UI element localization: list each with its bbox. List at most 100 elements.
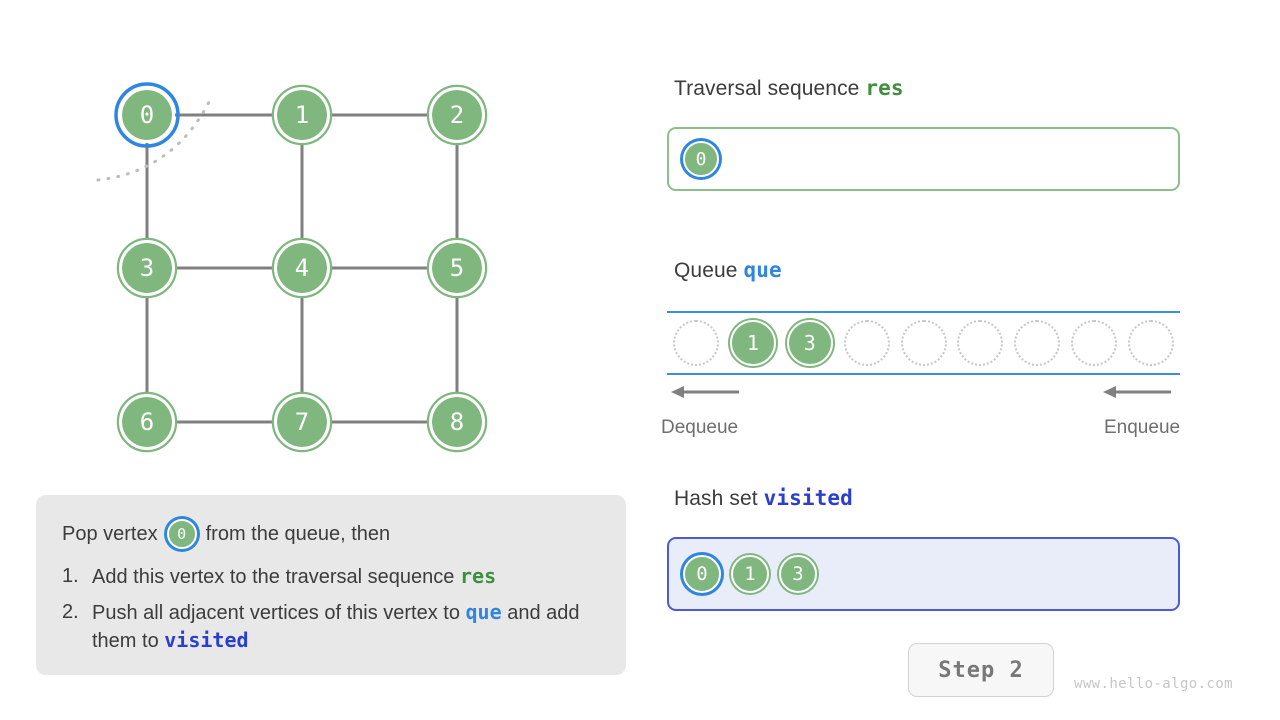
enqueue-arrow-icon — [1103, 386, 1171, 398]
vertex-white-gap — [119, 240, 175, 296]
graph-vertex-1[interactable]: 1 — [271, 84, 333, 146]
vertex-body — [277, 90, 327, 140]
step-text: Add this vertex to the traversal sequenc… — [92, 563, 496, 591]
empty-slot — [673, 320, 719, 366]
visited-code-token: visited — [763, 486, 853, 510]
explanation-panel: Pop vertex 0 from the queue, then 1. Add … — [36, 495, 626, 675]
vertex-outer-ring — [271, 84, 333, 146]
empty-slot — [1128, 320, 1174, 366]
explanation-step: 1. Add this vertex to the traversal seque… — [62, 563, 600, 591]
vertex-body — [122, 90, 172, 140]
vertex-white-gap — [119, 87, 175, 143]
vertex-white-gap — [274, 240, 330, 296]
graph-vertex-3[interactable]: 3 — [116, 237, 178, 299]
code-token-vis: visited — [164, 628, 249, 652]
empty-slot — [843, 320, 890, 366]
empty-slot — [1071, 320, 1118, 366]
graph-vertex-0[interactable]: 0 — [114, 82, 180, 148]
vertex-label: 3 — [140, 254, 154, 282]
vertex-white-gap — [429, 240, 485, 296]
vertex-body — [432, 90, 482, 140]
graph-vertex-6[interactable]: 6 — [116, 391, 178, 453]
explanation-vertex-badge: 0 — [166, 519, 197, 549]
explanation-lead-after: from the queue, then — [205, 522, 391, 545]
step-text: Push all adjacent vertices of this verte… — [92, 599, 600, 655]
vertex-outer-ring — [116, 391, 178, 453]
graph-vertex-4[interactable]: 4 — [271, 237, 333, 299]
graph-vertex-2[interactable]: 2 — [426, 84, 488, 146]
vertex-label: 2 — [450, 101, 464, 129]
queue-title-text: Queue — [674, 259, 738, 282]
vertex-badge-0: 0 — [166, 519, 197, 549]
code-token-que: que — [465, 600, 502, 624]
vertex-outer-ring — [426, 237, 488, 299]
vertex-label: 7 — [295, 408, 309, 436]
vertex-outer-ring — [271, 237, 333, 299]
step-number: 2. — [62, 601, 79, 623]
empty-slot — [957, 320, 1004, 366]
vertex-outer-ring — [116, 237, 178, 299]
queue-code-token: que — [743, 258, 782, 282]
res-title-text: Traversal sequence — [674, 77, 860, 100]
vertex-body — [122, 243, 172, 293]
step-number: 1. — [62, 565, 79, 587]
graph-vertex-8[interactable]: 8 — [426, 391, 488, 453]
vertex-white-gap — [429, 394, 485, 450]
watermark: www.hello-algo.com — [1074, 676, 1233, 692]
vertex-white-gap — [274, 87, 330, 143]
graph-panel: 0 1 2 3 4 5 6 7 8 — [90, 55, 520, 485]
queue-direction-arrows — [671, 386, 1171, 398]
step-text-fragment: and add them to — [92, 602, 580, 652]
dotted-arc-icon — [96, 98, 212, 182]
vertex-badge-0: 0 — [683, 141, 719, 177]
vertex-body — [277, 243, 327, 293]
vertex-body — [432, 397, 482, 447]
vertex-outer-ring — [426, 84, 488, 146]
traversal-sequence-container: 0 — [667, 127, 1180, 191]
dequeue-arrow-icon — [671, 386, 739, 398]
explanation-steps: 1. Add this vertex to the traversal seque… — [62, 563, 600, 655]
step-text-fragment: Push all adjacent vertices of this verte… — [92, 602, 466, 624]
vertex-white-gap — [429, 87, 485, 143]
vertex-outer-ring — [426, 391, 488, 453]
highlight-ring — [114, 82, 180, 148]
vertex-label: 8 — [450, 408, 464, 436]
vertex-badge-0: 0 — [683, 555, 721, 593]
vertex-white-gap — [119, 394, 175, 450]
code-token-res: res — [459, 564, 497, 588]
step-text-fragment: Add this vertex to the traversal sequenc… — [92, 566, 460, 588]
visited-title-text: Hash set — [674, 487, 758, 510]
empty-slot — [900, 320, 947, 366]
vertex-outer-ring — [271, 391, 333, 453]
res-section-title: Traversal sequence res — [674, 76, 904, 101]
visited-section-title: Hash set visited — [674, 486, 853, 511]
vertex-badge-1: 1 — [731, 555, 769, 593]
graph-canvas: 0 1 2 3 4 5 6 7 8 — [96, 82, 488, 453]
vertex-body — [122, 397, 172, 447]
explanation-step: 2. Push all adjacent vertices of this ver… — [62, 599, 600, 655]
vertex-white-gap — [274, 394, 330, 450]
explanation-lead-before: Pop vertex — [62, 522, 158, 545]
explanation-lead: Pop vertex 0 from the queue, then — [62, 519, 600, 549]
vertex-label: 6 — [140, 408, 154, 436]
enqueue-label: Enqueue — [1104, 417, 1181, 438]
vertex-label: 5 — [450, 254, 464, 282]
vertex-body — [432, 243, 482, 293]
graph-vertex-7[interactable]: 7 — [271, 391, 333, 453]
vertex-label: 1 — [295, 101, 309, 129]
vertex-label: 0 — [140, 101, 154, 129]
vertex-label: 4 — [295, 254, 309, 282]
graph-vertex-5[interactable]: 5 — [426, 237, 488, 299]
vertex-badge-1: 1 — [729, 320, 776, 366]
queue-section-title: Queue que — [674, 258, 782, 283]
vertex-badge-3: 3 — [786, 320, 833, 366]
step-badge: Step 2 — [908, 643, 1054, 697]
vertex-body — [277, 397, 327, 447]
res-code-token: res — [865, 76, 904, 100]
empty-slot — [1014, 320, 1061, 366]
vertex-badge-3: 3 — [779, 555, 817, 593]
graph-nodes: 0 1 2 3 4 5 6 7 8 — [114, 82, 488, 453]
dequeue-label: Dequeue — [661, 417, 739, 438]
